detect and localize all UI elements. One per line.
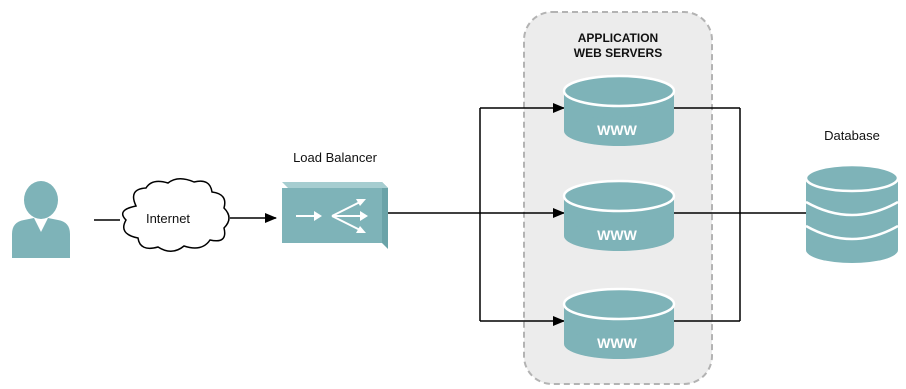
server-label: WWW	[597, 335, 637, 351]
group-title-line1: APPLICATION	[578, 31, 658, 45]
user-icon	[12, 181, 70, 258]
load-balancer-icon	[282, 182, 388, 249]
cloud-icon: Internet	[121, 178, 230, 252]
web-server-2: WWW	[562, 179, 676, 251]
group-title-line2: WEB SERVERS	[574, 46, 662, 60]
database-label: Database	[824, 128, 880, 143]
load-balancer-label: Load Balancer	[293, 150, 378, 165]
connectors	[94, 103, 806, 326]
web-server-3: WWW	[562, 287, 676, 359]
web-server-1: WWW	[562, 74, 676, 146]
server-label: WWW	[597, 122, 637, 138]
internet-label: Internet	[146, 211, 190, 226]
database-icon	[804, 163, 900, 263]
server-label: WWW	[597, 227, 637, 243]
